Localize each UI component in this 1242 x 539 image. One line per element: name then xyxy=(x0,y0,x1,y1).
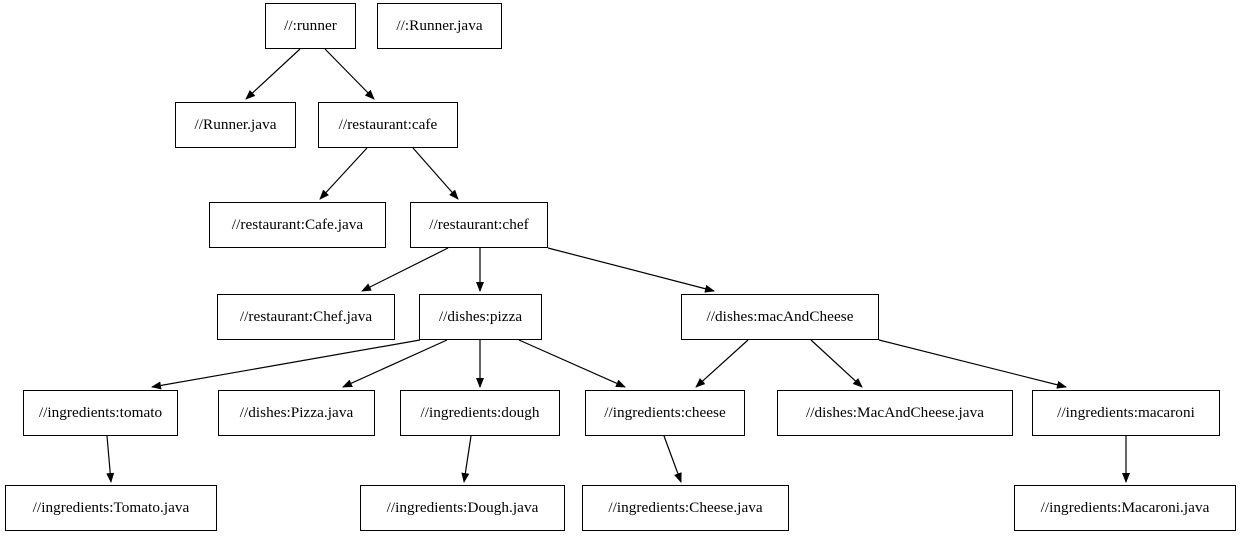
graph-edge-runner-to-runner_java xyxy=(245,48,301,100)
graph-edge-restaurant_cafe-to-restaurant_cafe_java xyxy=(319,147,368,200)
graph-node-label: //ingredients:cheese xyxy=(604,404,726,422)
graph-edge-dishes_macandcheese-to-ingredients_cheese xyxy=(695,339,749,388)
graph-node-runner_java[interactable]: //Runner.java xyxy=(175,102,296,148)
graph-node-label: //ingredients:macaroni xyxy=(1057,404,1195,422)
graph-edge-ingredients_tomato-to-ingredients_tomato_java xyxy=(106,435,115,483)
graph-node-ingredients_tomato_java[interactable]: //ingredients:Tomato.java xyxy=(5,485,217,531)
graph-node-ingredients_dough[interactable]: //ingredients:dough xyxy=(400,390,560,436)
graph-node-label: //ingredients:Cheese.java xyxy=(608,499,763,517)
graph-node-label: //dishes:Pizza.java xyxy=(239,404,354,422)
graph-node-label: //restaurant:cafe xyxy=(338,116,438,134)
graph-node-ingredients_macaroni[interactable]: //ingredients:macaroni xyxy=(1032,390,1220,436)
graph-edge-dishes_pizza-to-dishes_pizza_java xyxy=(342,339,448,388)
graph-edge-runner-to-restaurant_cafe xyxy=(324,48,375,100)
graph-node-label: //dishes:MacAndCheese.java xyxy=(805,404,985,422)
graph-node-dishes_pizza[interactable]: //dishes:pizza xyxy=(419,294,542,340)
graph-edge-restaurant_cafe-to-restaurant_chef xyxy=(412,147,459,200)
graph-node-label: //:runner xyxy=(284,17,337,35)
graph-node-restaurant_chef_java[interactable]: //restaurant:Chef.java xyxy=(217,294,395,340)
graph-node-ingredients_dough_java[interactable]: //ingredients:Dough.java xyxy=(360,485,565,531)
graph-node-dishes_macandcheese[interactable]: //dishes:macAndCheese xyxy=(681,294,879,340)
graph-node-label: //restaurant:Chef.java xyxy=(239,308,373,326)
graph-node-runner[interactable]: //:runner xyxy=(265,3,356,49)
graph-node-label: //ingredients:dough xyxy=(420,404,540,422)
graph-edge-restaurant_chef-to-restaurant_chef_java xyxy=(361,247,449,292)
graph-edge-dishes_pizza-to-ingredients_cheese xyxy=(518,339,626,388)
graph-edge-ingredients_cheese-to-ingredients_cheese_java xyxy=(663,435,682,483)
graph-node-label: //:Runner.java xyxy=(396,17,483,35)
graph-node-restaurant_cafe[interactable]: //restaurant:cafe xyxy=(318,102,458,148)
graph-node-ingredients_tomato[interactable]: //ingredients:tomato xyxy=(23,390,178,436)
graph-node-label: //ingredients:Tomato.java xyxy=(32,499,190,517)
graph-node-label: //ingredients:Macaroni.java xyxy=(1040,499,1210,517)
graph-node-ingredients_cheese[interactable]: //ingredients:cheese xyxy=(585,390,745,436)
graph-node-restaurant_chef[interactable]: //restaurant:chef xyxy=(410,202,548,248)
graph-edge-dishes_macandcheese-to-ingredients_macaroni xyxy=(878,339,1067,389)
graph-node-label: //restaurant:chef xyxy=(429,216,529,234)
graph-node-root_runner_java[interactable]: //:Runner.java xyxy=(377,3,502,49)
graph-edge-ingredients_dough-to-ingredients_dough_java xyxy=(461,435,472,483)
graph-edge-dishes_pizza-to-ingredients_tomato xyxy=(151,339,421,390)
graph-node-dishes_macandcheese_java[interactable]: //dishes:MacAndCheese.java xyxy=(777,390,1013,436)
graph-node-label: //dishes:macAndCheese xyxy=(706,308,854,326)
graph-node-label: //restaurant:Cafe.java xyxy=(231,216,364,234)
graph-node-restaurant_cafe_java[interactable]: //restaurant:Cafe.java xyxy=(209,202,386,248)
graph-edge-dishes_macandcheese-to-dishes_macandcheese_java xyxy=(810,339,863,388)
graph-node-label: //dishes:pizza xyxy=(438,308,523,326)
graph-node-ingredients_macaroni_java[interactable]: //ingredients:Macaroni.java xyxy=(1014,485,1236,531)
graph-node-dishes_pizza_java[interactable]: //dishes:Pizza.java xyxy=(218,390,375,436)
graph-edge-restaurant_chef-to-dishes_macandcheese xyxy=(547,247,715,293)
graph-node-label: //ingredients:Dough.java xyxy=(386,499,539,517)
graph-node-ingredients_cheese_java[interactable]: //ingredients:Cheese.java xyxy=(582,485,789,531)
graph-node-label: //Runner.java xyxy=(194,116,277,134)
graph-node-label: //ingredients:tomato xyxy=(38,404,163,422)
